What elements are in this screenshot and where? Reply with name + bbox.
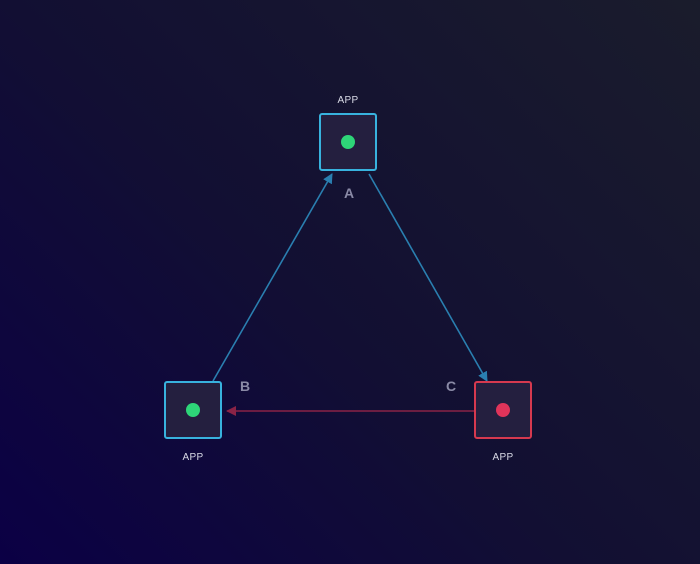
node-b[interactable] — [164, 381, 222, 439]
node-b-label: B — [240, 378, 251, 394]
edge-a-to-c — [368, 173, 488, 382]
status-ok-dot-icon — [186, 403, 200, 417]
node-b-caption: APP — [182, 452, 204, 463]
node-c-label: C — [446, 378, 457, 394]
node-a-caption: APP — [337, 95, 359, 106]
node-c[interactable] — [474, 381, 532, 439]
node-a[interactable] — [319, 113, 377, 171]
status-ok-dot-icon — [341, 135, 355, 149]
status-error-dot-icon — [496, 403, 510, 417]
node-a-label: A — [344, 185, 355, 201]
edge-b-to-a — [212, 173, 333, 382]
node-c-caption: APP — [492, 452, 514, 463]
